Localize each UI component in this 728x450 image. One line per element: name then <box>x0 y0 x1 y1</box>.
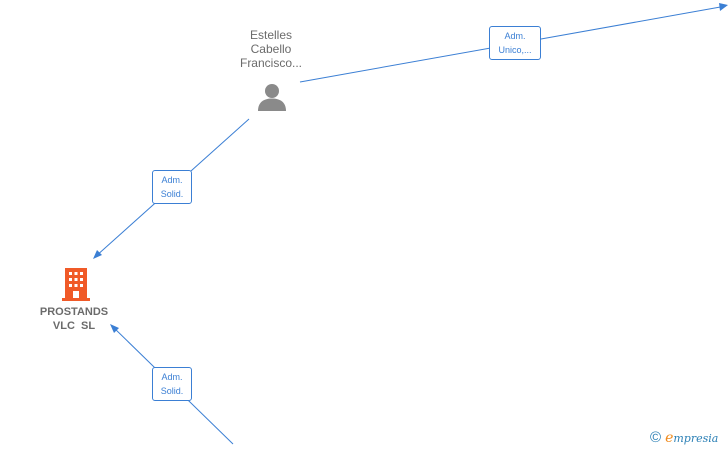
building-icon[interactable] <box>61 266 91 302</box>
company-name-line-2: VLC SL <box>52 320 96 332</box>
edge-label-line-2: Solid. <box>160 386 184 396</box>
edge-label-line-2: Solid. <box>160 189 184 199</box>
empresia-logo: © empresia <box>650 428 718 448</box>
person-name-line-3: Francisco... <box>239 56 302 70</box>
brand-rest: mpresia <box>673 431 719 445</box>
edge-label-line-1: Adm. <box>161 175 183 185</box>
company-name[interactable]: PROSTANDS VLC SL <box>24 305 124 333</box>
company-name-line-1: PROSTANDS <box>39 306 109 318</box>
edge-label-person-offscreen[interactable]: Adm. Unico,... <box>489 26 541 60</box>
brand-name: empresia <box>665 430 718 447</box>
edge-label-line-2: Unico,... <box>498 45 532 55</box>
person-icon[interactable] <box>257 83 287 111</box>
edge-label-line-1: Adm. <box>161 372 183 382</box>
person-name-line-1: Estelles <box>249 28 293 42</box>
edge-label-offscreen-company[interactable]: Adm. Solid. <box>152 367 192 401</box>
copyright-icon: © <box>650 429 662 446</box>
person-name-line-2: Cabello <box>250 42 292 56</box>
arrowhead-company-top <box>93 250 102 259</box>
person-name[interactable]: Estelles Cabello Francisco... <box>226 28 316 70</box>
edge-label-line-1: Adm. <box>504 31 526 41</box>
brand-first-letter: e <box>665 429 674 446</box>
arrowhead-offscreen <box>719 3 728 11</box>
arrowhead-company-bottom <box>110 324 119 333</box>
edge-label-person-company[interactable]: Adm. Solid. <box>152 170 192 204</box>
